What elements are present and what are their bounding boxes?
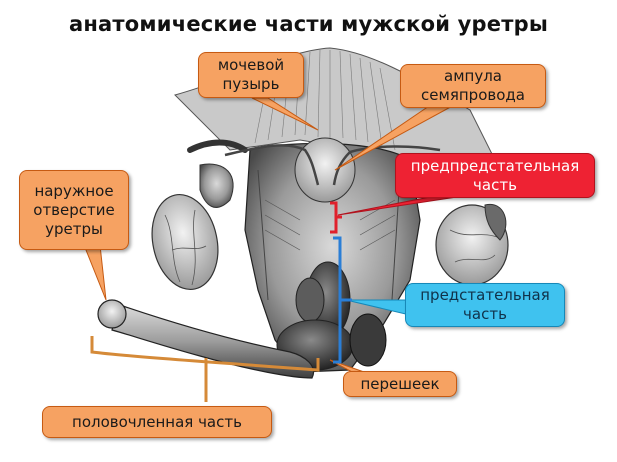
penile-shaft-shape [97, 299, 314, 379]
vas-deferens-shape [224, 144, 441, 186]
label-external-orifice: наружное отверстие уретры [19, 170, 129, 250]
penile-bracket [90, 336, 320, 402]
label-penile: половочленная часть [42, 406, 272, 438]
left-testis-shape [151, 139, 248, 291]
right-testis-shape [435, 203, 509, 286]
label-preprostatic: предпредстательная часть [395, 153, 595, 198]
label-bladder: мочевой пузырь [198, 52, 304, 98]
diagram-title: анатомические части мужской уретры [68, 12, 549, 36]
prostatic-bracket [333, 236, 352, 364]
label-prostatic: предстательная часть [405, 283, 565, 327]
label-ampulla: ампула семяпровода [400, 64, 546, 108]
preprostatic-bracket [330, 201, 342, 234]
label-isthmus: перешеек [343, 371, 457, 397]
bladder-shape [294, 137, 356, 203]
